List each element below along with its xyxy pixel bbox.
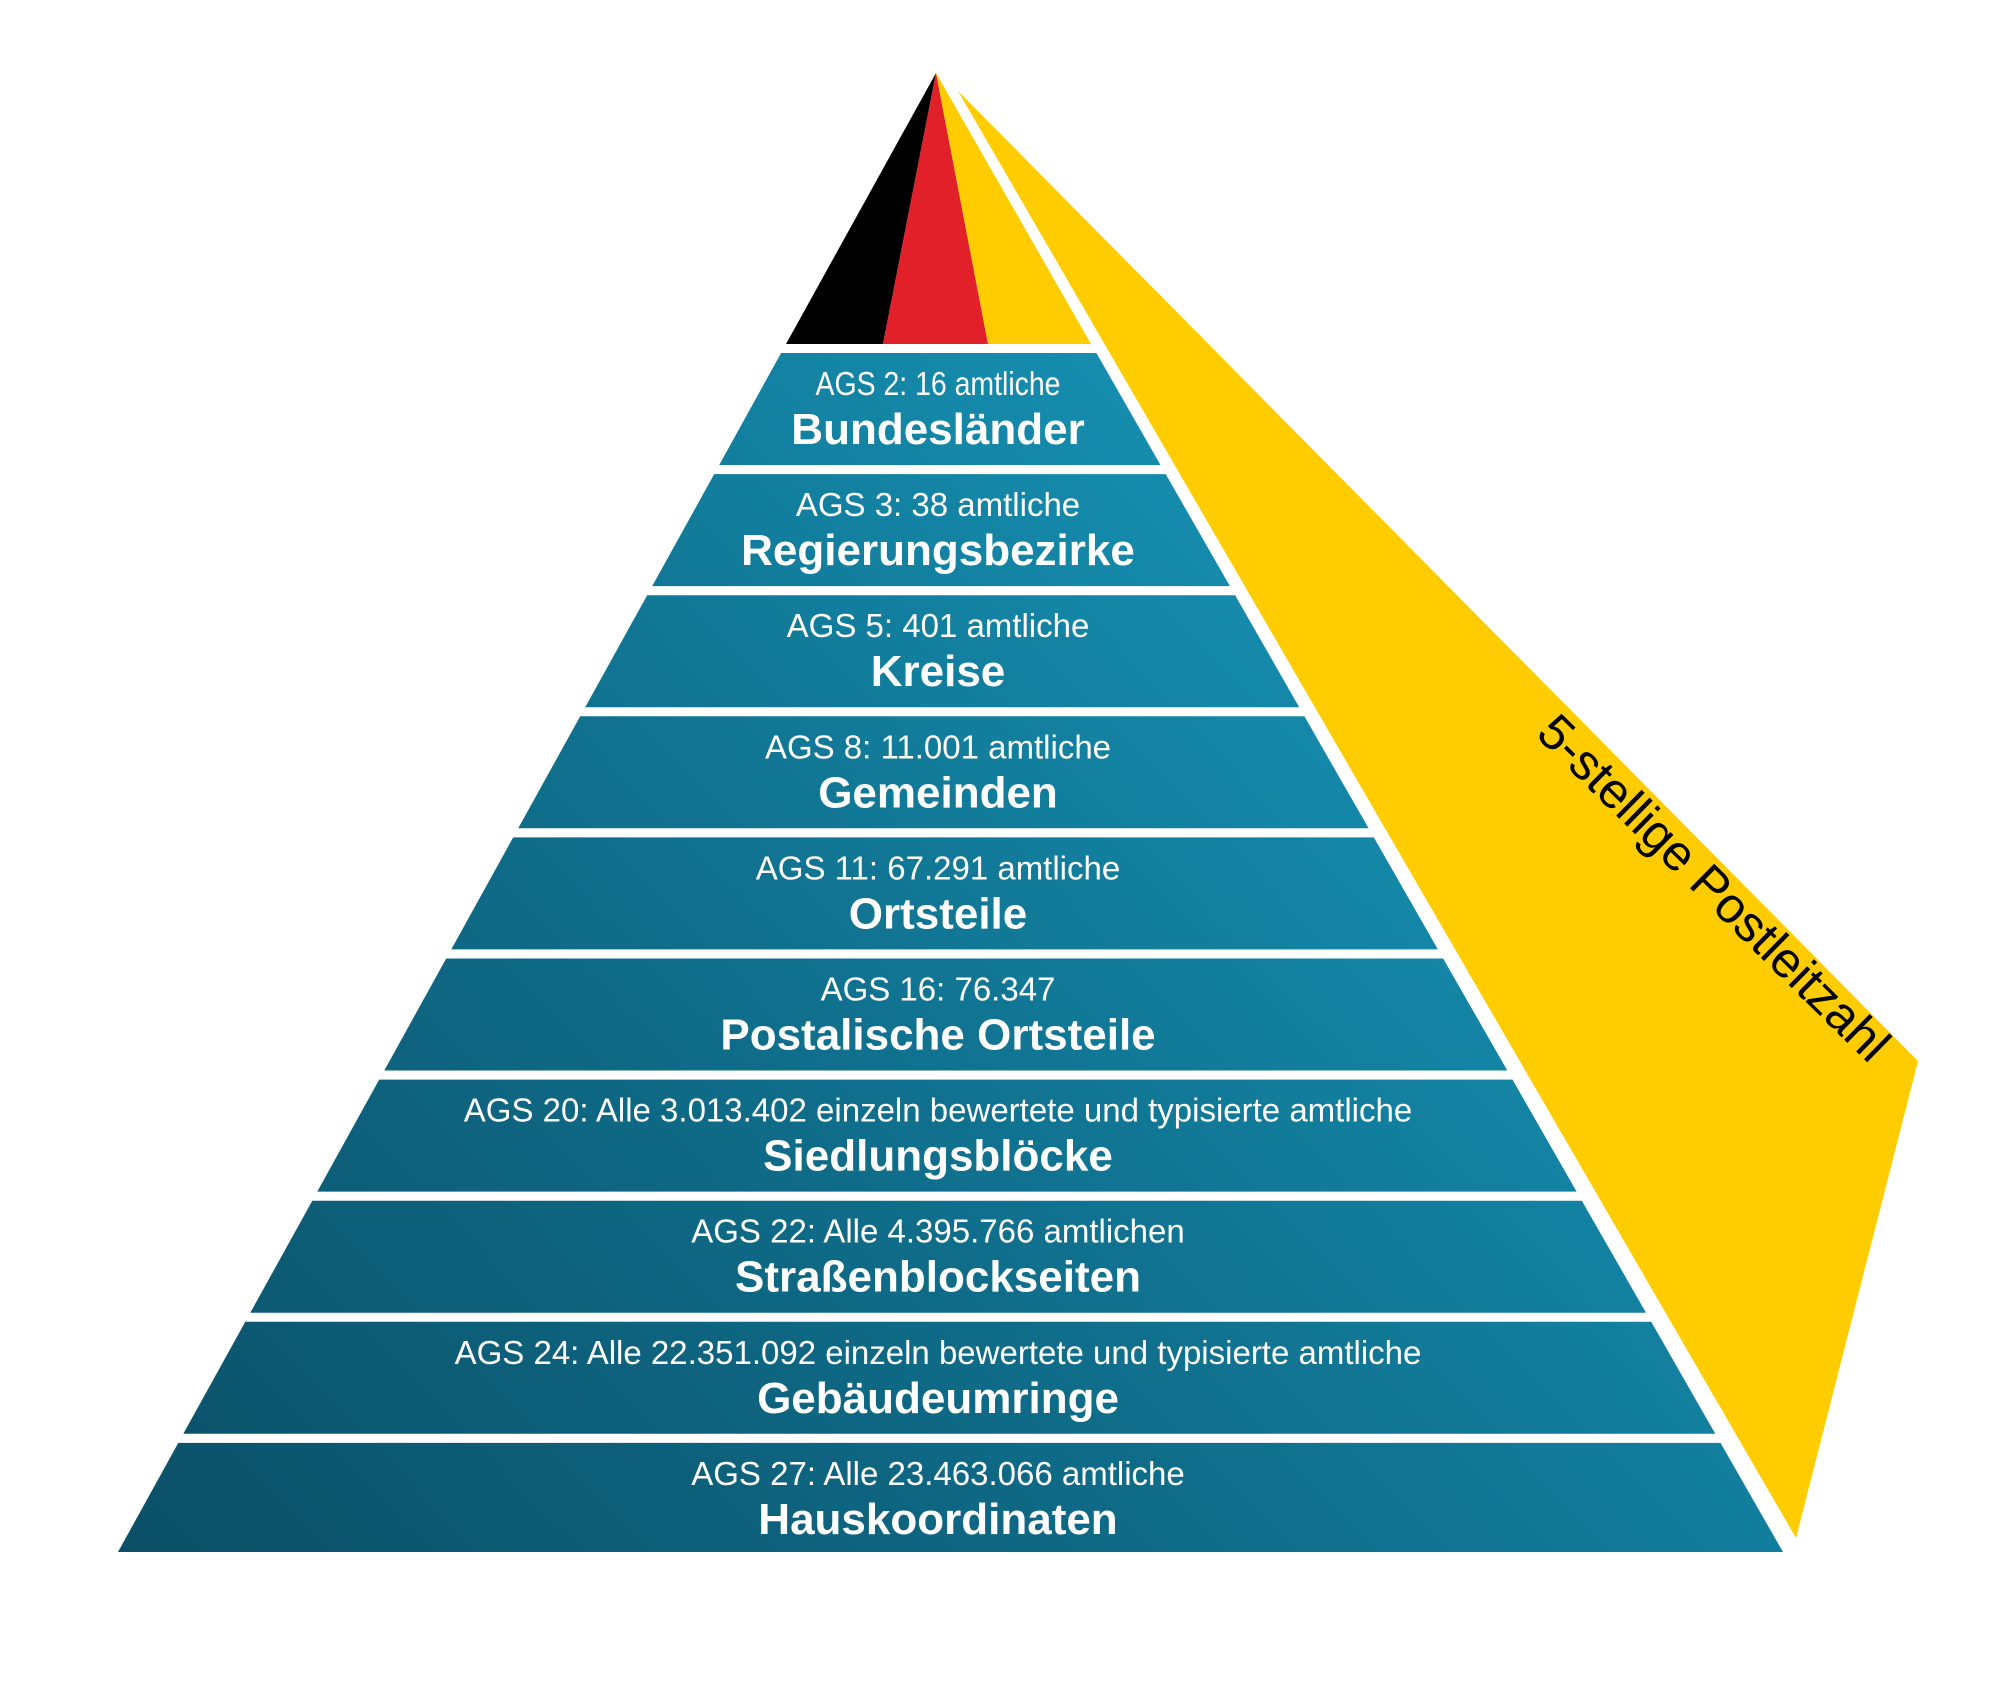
level-title: Postalische Ortsteile — [720, 1011, 1155, 1060]
pyramid-levels: AGS 2: 16 amtliche Bundesländer AGS 3: 3… — [118, 353, 1783, 1552]
pyramid-level: AGS 8: 11.001 amtliche Gemeinden — [518, 716, 1369, 829]
level-title: Bundesländer — [791, 405, 1084, 454]
level-subtitle: AGS 27: Alle 23.463.066 amtliche — [691, 1455, 1185, 1492]
pyramid-level: AGS 2: 16 amtliche Bundesländer — [719, 353, 1161, 465]
level-subtitle: AGS 16: 76.347 — [821, 971, 1056, 1008]
flag-stripe-red — [883, 73, 988, 344]
postleitzahl-side-panel — [958, 91, 1918, 1538]
level-subtitle: AGS 2: 16 amtliche — [816, 365, 1061, 402]
level-title: Gemeinden — [818, 768, 1058, 817]
level-subtitle: AGS 3: 38 amtliche — [796, 486, 1080, 523]
pyramid-level: AGS 24: Alle 22.351.092 einzeln bewertet… — [183, 1321, 1716, 1434]
flag-cap — [786, 73, 1091, 344]
level-band — [652, 474, 1230, 587]
level-band — [250, 1200, 1646, 1313]
level-title: Straßenblockseiten — [735, 1253, 1141, 1302]
level-band — [317, 1079, 1577, 1192]
level-title: Hauskoordinaten — [758, 1495, 1117, 1544]
level-subtitle: AGS 11: 67.291 amtliche — [756, 849, 1120, 886]
level-subtitle: AGS 24: Alle 22.351.092 einzeln bewertet… — [455, 1334, 1422, 1371]
level-title: Siedlungsblöcke — [763, 1132, 1113, 1181]
level-band — [183, 1321, 1716, 1434]
level-band — [118, 1442, 1783, 1552]
level-band — [384, 958, 1508, 1071]
level-title: Gebäudeumringe — [757, 1374, 1119, 1423]
flag-stripe-black — [786, 73, 936, 344]
level-subtitle: AGS 20: Alle 3.013.402 einzeln bewertete… — [464, 1092, 1412, 1129]
pyramid-level: AGS 11: 67.291 amtliche Ortsteile — [451, 837, 1438, 950]
pyramid-level: AGS 20: Alle 3.013.402 einzeln bewertete… — [317, 1079, 1577, 1192]
level-band — [451, 837, 1438, 950]
pyramid-level: AGS 22: Alle 4.395.766 amtlichen Straßen… — [250, 1200, 1646, 1313]
level-subtitle: AGS 5: 401 amtliche — [787, 607, 1090, 644]
level-title: Kreise — [871, 647, 1006, 696]
pyramid-level: AGS 5: 401 amtliche Kreise — [585, 595, 1300, 708]
pyramid-level: AGS 3: 38 amtliche Regierungsbezirke — [652, 474, 1230, 587]
flag-stripe-gold — [936, 73, 1091, 344]
pyramid-level: AGS 27: Alle 23.463.066 amtliche Hauskoo… — [118, 1442, 1783, 1552]
level-band — [518, 716, 1369, 829]
level-title: Regierungsbezirke — [741, 526, 1135, 575]
level-band — [585, 595, 1300, 708]
level-subtitle: AGS 8: 11.001 amtliche — [765, 728, 1111, 765]
level-band — [719, 353, 1161, 465]
pyramid-level: AGS 16: 76.347 Postalische Ortsteile — [384, 958, 1508, 1071]
level-title: Ortsteile — [849, 889, 1028, 938]
level-subtitle: AGS 22: Alle 4.395.766 amtlichen — [691, 1213, 1185, 1250]
